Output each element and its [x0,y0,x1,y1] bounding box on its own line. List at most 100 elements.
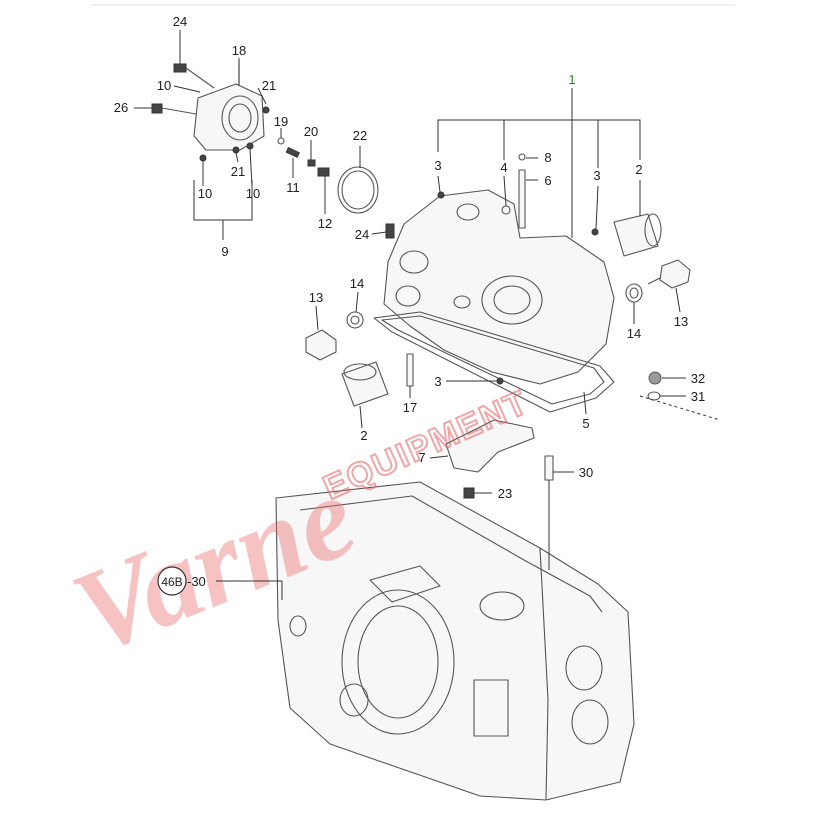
port-left-lower [395,285,421,307]
transmission-case [275,481,635,801]
case-side-bore-lower [571,699,609,745]
screw-21-b [232,146,240,154]
case-edge [539,547,549,801]
washer-31 [647,391,661,401]
assembly-reference: 46B -30 [157,566,206,596]
washer-14-right [625,283,643,303]
case-bore-small [339,683,369,717]
lift-housing-group [373,153,615,413]
leader-lines [134,30,721,600]
callout-6: 6 [544,173,551,188]
spring-11 [285,146,300,158]
bearing-bore-outer [221,95,259,141]
screw-21-a [262,106,270,114]
screw-10-a [199,154,207,162]
stud-30 [544,455,554,481]
case-bore-main [341,589,455,735]
assembly-ref-ring [157,566,187,596]
ball-19 [277,137,285,145]
cylinder-bore-outer [481,275,543,325]
callout-13-right: 13 [674,314,688,329]
gasket-5 [373,311,615,413]
washer-14-left [346,311,364,329]
port-middle [453,295,471,309]
case-window [473,679,509,737]
o-ring-22 [337,166,379,214]
callout-14-right: 14 [627,326,641,341]
callout-3-bottom: 3 [434,374,441,389]
plug-12 [317,167,330,177]
cylinder-bore-inner [493,285,531,315]
callout-3-left: 3 [434,158,441,173]
bushing-2-left [341,361,389,407]
gasket-5-inner [381,315,605,405]
callout-21-bottom: 21 [231,164,245,179]
callout-9: 9 [221,244,228,259]
o-ring-22-inner [341,170,375,210]
nut-32 [648,371,662,385]
callout-7: 7 [418,450,425,465]
plug-13-right [659,259,691,289]
callout-8: 8 [544,150,551,165]
bolt-26-shank [161,107,197,115]
case-top-opening [479,591,525,621]
callout-19: 19 [274,114,288,129]
bushing-2-right-end [644,213,662,247]
callout-4: 4 [500,160,507,175]
plug-13-left [305,329,337,361]
bolt-26-head [151,103,163,114]
bolt-24-shank [185,67,215,89]
plug-13-right-thread [647,277,661,285]
callout-11: 11 [286,180,300,195]
callout-20: 20 [304,124,318,139]
callout-26: 26 [114,100,128,115]
callout-17: 17 [403,400,417,415]
callout-10-top: 10 [157,78,171,93]
case-bore-main-inner [357,605,439,719]
washer-14-left-hole [350,315,360,325]
callout-5: 5 [582,416,589,431]
callout-23: 23 [498,486,512,501]
washer-14-right-hole [629,287,639,299]
case-cover-plate [369,565,441,603]
washer-20 [307,159,316,167]
callout-31: 31 [691,389,705,404]
callout-22: 22 [353,128,367,143]
callout-10-right: 10 [246,186,260,201]
bolt-24-housing [385,223,395,239]
dowel-3-right [591,228,599,236]
assembly-ref-code: 46B [161,575,182,589]
pin-17 [406,353,414,387]
callout-18: 18 [232,43,246,58]
callout-3-right: 3 [593,168,600,183]
bushing-2-right [613,213,659,257]
bushings [341,213,662,407]
callout-12: 12 [318,216,332,231]
callout-2-right: 2 [635,162,642,177]
callout-30: 30 [579,465,593,480]
screw-10-b [246,142,254,150]
port-left-upper [399,250,429,274]
ball-8 [518,153,526,161]
callout-13-left: 13 [309,290,323,305]
port-top [456,203,480,221]
stud-6 [518,169,526,229]
plugs-and-washers [305,259,691,361]
bolt-23 [463,487,475,499]
dowel-3-left [437,191,445,199]
case-side-bore-upper [565,645,603,691]
callout-24-middle: 24 [355,227,369,242]
dowel-3-bottom [496,377,504,385]
callout-14-left: 14 [350,276,364,291]
callout-32: 32 [691,371,705,386]
bolt-24-head [173,63,187,73]
bearing-bore-inner [228,103,252,133]
callout-2-left: 2 [360,428,367,443]
case-top-flange [299,495,603,613]
assembly-ref-suffix: -30 [187,574,206,589]
callout-1: 1 [568,72,575,87]
bushing-2-left-end [343,363,377,381]
callout-21-top: 21 [262,78,276,93]
case-hole-left [289,615,307,637]
